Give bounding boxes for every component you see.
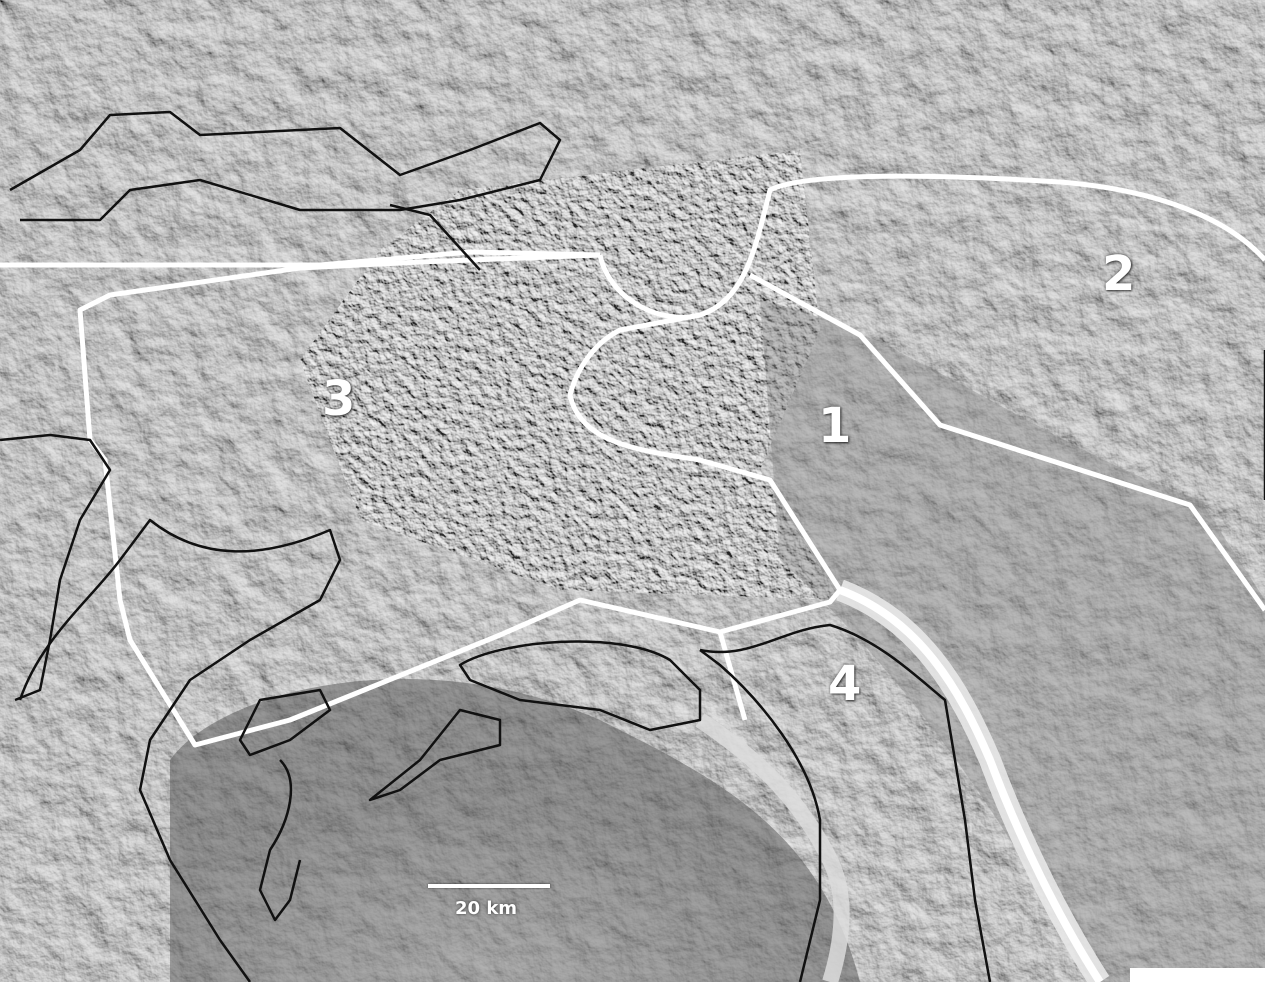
region-label-4: 4 xyxy=(828,656,862,712)
region-label-1: 1 xyxy=(818,398,852,454)
region-label-2: 2 xyxy=(1102,246,1136,302)
scale-bar xyxy=(428,884,550,888)
region-label-3: 3 xyxy=(322,371,356,427)
scale-bar-label: 20 km xyxy=(455,898,518,919)
